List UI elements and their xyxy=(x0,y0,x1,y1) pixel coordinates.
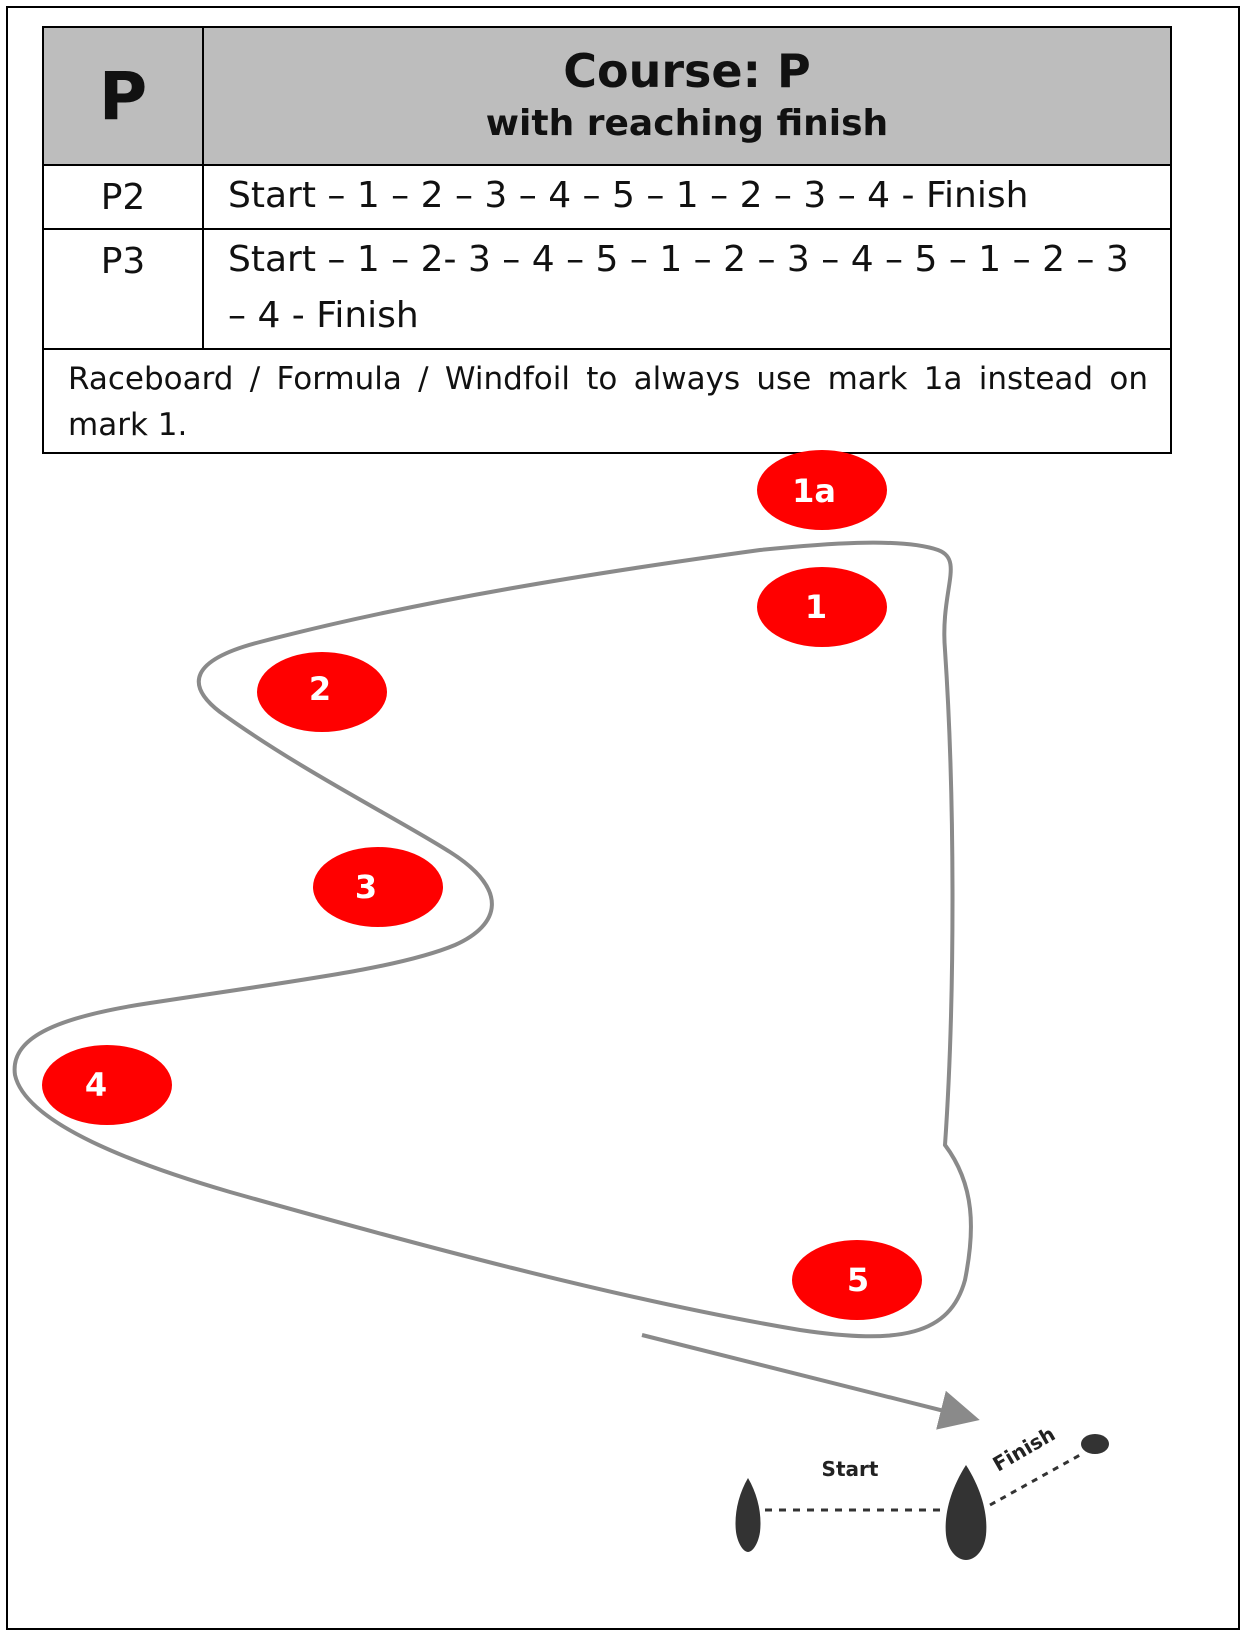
mark-label: 2 xyxy=(309,670,331,708)
start-line: Start xyxy=(735,1457,987,1560)
mark-label: 1a xyxy=(792,472,836,510)
course-code: P xyxy=(42,26,204,166)
course-title: Course: P xyxy=(563,44,811,98)
mark-2: 2 xyxy=(257,652,387,732)
start-pin-boat-icon xyxy=(735,1478,761,1552)
course-row-sequence: Start – 1 – 2 – 3 – 4 – 5 – 1 – 2 – 3 – … xyxy=(202,164,1172,230)
committee-boat-icon xyxy=(945,1465,987,1560)
mark-4: 4 xyxy=(42,1045,172,1125)
course-row-sequence: Start – 1 – 2- 3 – 4 – 5 – 1 – 2 – 3 – 4… xyxy=(202,228,1172,350)
start-label: Start xyxy=(822,1457,879,1481)
course-table: P Course: P with reaching finish P2 Star… xyxy=(42,26,1172,454)
finish-label: Finish xyxy=(989,1422,1060,1477)
mark-label: 4 xyxy=(85,1066,107,1104)
course-note: Raceboard / Formula / Windfoil to always… xyxy=(42,348,1172,454)
course-note-row: Raceboard / Formula / Windfoil to always… xyxy=(42,348,1172,454)
course-subtitle: with reaching finish xyxy=(485,103,889,144)
course-row-p2: P2 Start – 1 – 2 – 3 – 4 – 5 – 1 – 2 – 3… xyxy=(42,164,1172,230)
mark-1a: 1a xyxy=(757,450,887,530)
course-row-code: P2 xyxy=(42,164,204,230)
mark-label: 5 xyxy=(847,1261,869,1299)
course-header-row: P Course: P with reaching finish xyxy=(42,26,1172,166)
mark-label: 1 xyxy=(805,588,827,626)
mark-3: 3 xyxy=(313,847,443,927)
finish-approach-arrow xyxy=(641,1333,980,1430)
course-row-code: P3 xyxy=(42,228,204,350)
finish-line: Finish xyxy=(989,1422,1109,1507)
mark-5: 5 xyxy=(792,1240,922,1320)
mark-label: 3 xyxy=(355,868,377,906)
finish-mark-icon xyxy=(1081,1434,1109,1454)
course-route-line xyxy=(12,540,973,1339)
course-row-p3: P3 Start – 1 – 2- 3 – 4 – 5 – 1 – 2 – 3 … xyxy=(42,228,1172,350)
mark-1: 1 xyxy=(757,567,887,647)
course-title-cell: Course: P with reaching finish xyxy=(202,26,1172,166)
